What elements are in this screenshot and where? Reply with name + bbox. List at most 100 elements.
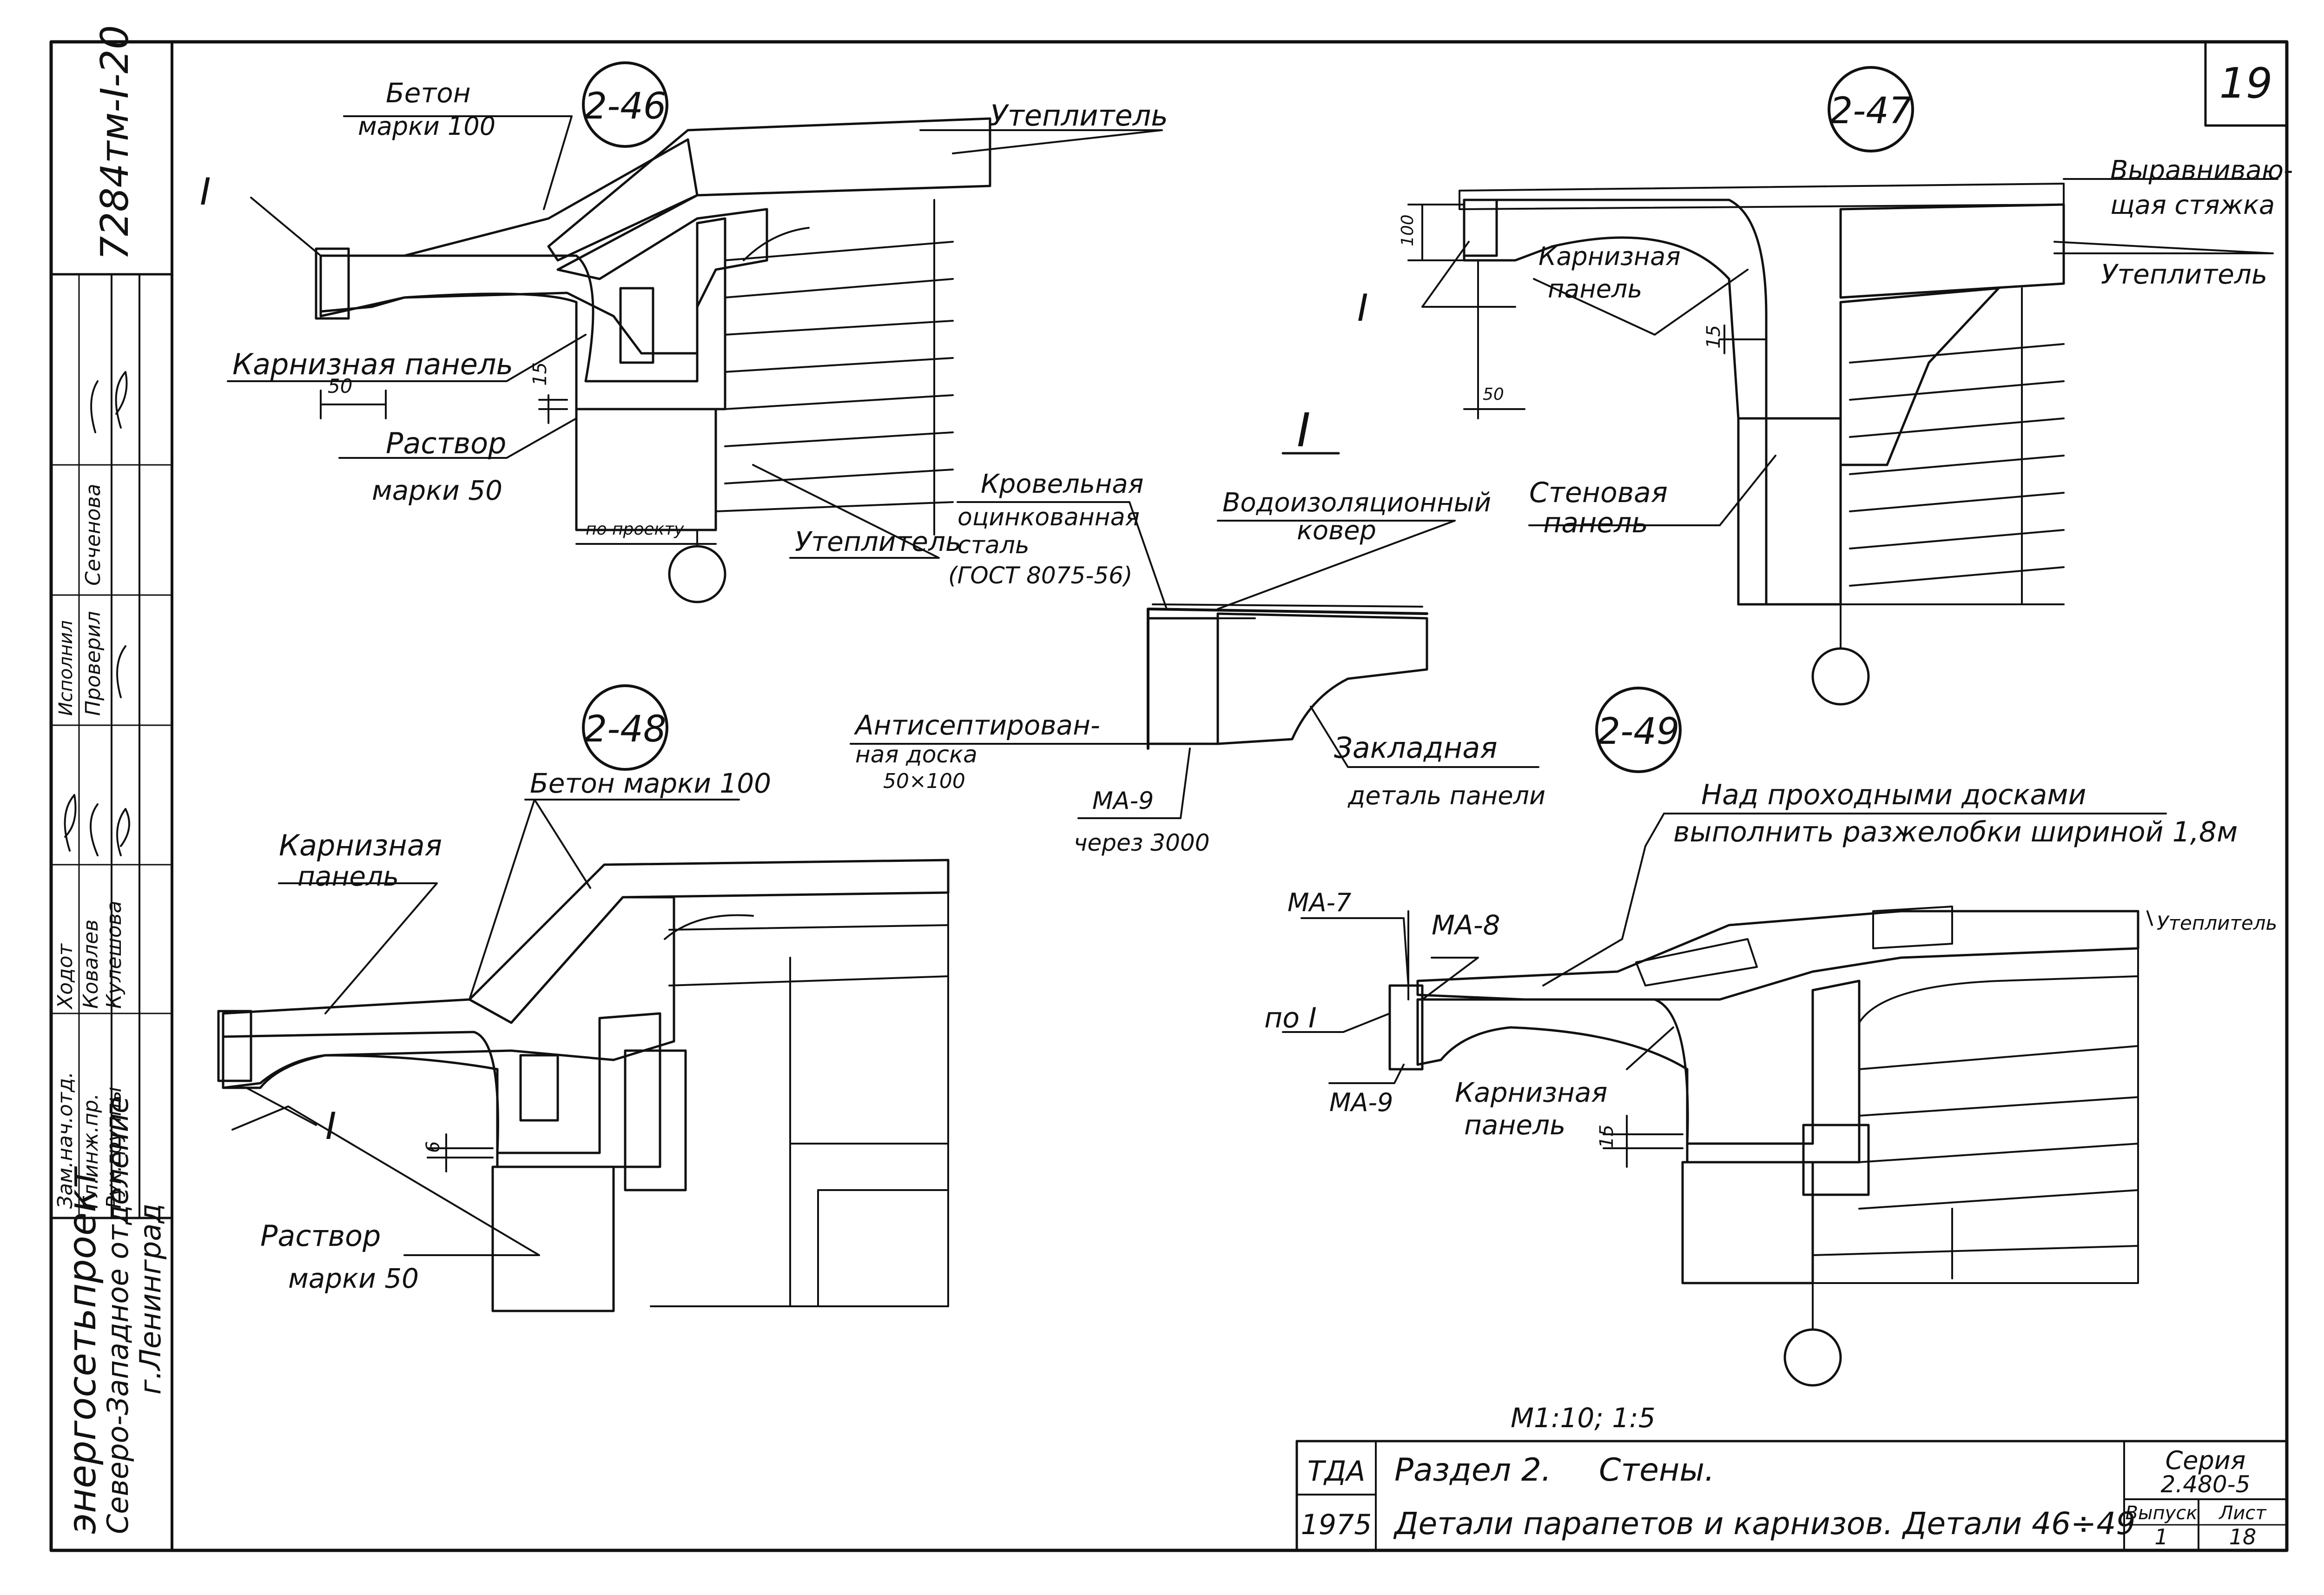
label-note-2: выполнить разжелобки шириной 1,8м xyxy=(1673,816,2238,848)
label-concrete: Бетон марки 100 xyxy=(530,768,771,799)
department-name: Северо-Западное отделение xyxy=(101,1096,135,1534)
dimension-lines xyxy=(1407,204,1767,419)
signature-name: Кулешова xyxy=(102,900,126,1009)
issue-value: 1 xyxy=(2154,1524,2168,1549)
dimension-text: 50 xyxy=(328,375,352,397)
signature-role: Зам.нач.отд. xyxy=(53,1072,77,1209)
label-wall-panel: Стеновая xyxy=(1529,477,1668,509)
leader-lines xyxy=(227,115,1163,559)
dimension-text: 50 xyxy=(1483,385,1504,404)
concrete-slab xyxy=(319,138,768,355)
label-board-2: ная доска xyxy=(855,741,977,768)
label-per-project: по проекту xyxy=(586,520,684,539)
label-cornice-panel: Карнизная панель xyxy=(232,347,513,381)
antiseptic-board xyxy=(1147,617,1219,745)
label-ma9: МА-9 xyxy=(1329,1088,1393,1117)
edge-piece xyxy=(1388,984,1424,1071)
label-roof-steel: Кровельная xyxy=(981,469,1143,499)
section-title: I xyxy=(1297,403,1311,457)
detail-marker-circle xyxy=(1828,66,1914,152)
signature-role: Гл.инж.пр. xyxy=(79,1093,103,1209)
wall-panel xyxy=(1737,417,1842,606)
label-note: Над проходными досками xyxy=(1701,779,2086,811)
signature-name: Сеченова xyxy=(81,484,105,586)
sheet-value: 18 xyxy=(2229,1524,2257,1549)
leader-lines xyxy=(1421,178,2278,526)
title-year: 1975 xyxy=(1301,1509,1372,1541)
label-screed-2: щая стяжка xyxy=(2110,190,2275,220)
label-ma8: МА-8 xyxy=(1432,909,1500,941)
signature-role: Проверил xyxy=(81,611,105,716)
embedded-block xyxy=(619,287,654,364)
label-cornice-panel-2: панель xyxy=(297,860,399,892)
label-board-size: 50×100 xyxy=(883,769,965,793)
label-cornice-panel-2: панель xyxy=(1464,1109,1565,1141)
label-waterproof-2: ковер xyxy=(1297,516,1376,546)
wall-panel xyxy=(491,1165,615,1312)
label-mortar-grade: марки 50 xyxy=(288,1263,419,1294)
label-roof-steel-2: оцинкованная xyxy=(957,503,1140,531)
axis-circle xyxy=(668,545,726,603)
dimension-text: 100 xyxy=(1398,214,1417,246)
dimension-text: 15 xyxy=(529,362,551,386)
label-insulation-bottom: Утеплитель xyxy=(795,526,961,557)
background-beams xyxy=(650,859,949,1307)
detail-2-46: 2-46 Бетон марки 100 Утеплитель Карнизна… xyxy=(200,61,1168,603)
label-insulation: Утеплитель xyxy=(2157,912,2277,934)
section-mark: I xyxy=(1357,286,1368,330)
label-waterproof: Водоизоляционный xyxy=(1222,488,1491,518)
label-cornice-panel-2: панель xyxy=(1548,274,1642,304)
sheet-frame xyxy=(49,40,2289,1552)
label-concrete-grade: марки 100 xyxy=(358,112,495,141)
dimension-text: 15 xyxy=(1596,1125,1618,1148)
anchor-plate xyxy=(624,1049,687,1191)
detail-id: 2-47 xyxy=(1829,90,1912,132)
label-screed: Выравниваю- xyxy=(2110,155,2293,185)
wall-panel xyxy=(575,408,717,531)
scale-note: М1:10; 1:5 xyxy=(1511,1402,1656,1434)
organization-name: энергосетьпроект xyxy=(60,1166,105,1534)
embedded-detail xyxy=(1216,612,1428,745)
dimension-lines xyxy=(320,390,717,545)
issue-label: Выпуск xyxy=(2126,1502,2198,1524)
anchor-plate xyxy=(1802,1124,1870,1196)
slab-layer xyxy=(1416,910,2139,1001)
label-concrete: Бетон xyxy=(386,77,471,109)
insulation-patch xyxy=(1635,938,1758,986)
title-code: ТДА xyxy=(1307,1455,1366,1488)
background-beams xyxy=(1840,287,2065,605)
title-walls: Стены. xyxy=(1599,1452,1715,1489)
leader-lines xyxy=(1282,813,2167,1084)
sheet-number: 19 xyxy=(2219,59,2273,108)
embedded-block xyxy=(519,1054,559,1122)
sheet-label: Лист xyxy=(2218,1502,2267,1524)
label-embedded: Закладная xyxy=(1334,731,1498,765)
side-strip: 7284тм-I-20 энергосетьпроект Северо-Запа… xyxy=(53,25,167,1534)
label-ma7: МА-7 xyxy=(1287,888,1351,917)
axis-circle xyxy=(1783,1328,1842,1387)
background-beams xyxy=(715,199,954,536)
dimension-text: 15 xyxy=(1703,325,1724,349)
dimension-text: 6 xyxy=(423,1141,444,1153)
label-cornice-panel: Карнизная xyxy=(1455,1077,1607,1108)
detail-section-I: I Кровельная оцинкованная сталь (ГОСТ 80… xyxy=(850,403,1545,856)
label-roof-steel-3: сталь xyxy=(957,531,1030,559)
leader-lines xyxy=(231,799,740,1256)
label-embedded-2: деталь панели xyxy=(1347,781,1545,810)
label-gost: (ГОСТ 8075-56) xyxy=(948,562,1132,589)
detail-id: 2-46 xyxy=(584,86,666,127)
label-cornice-panel: Карнизная xyxy=(279,828,442,862)
roof-steel-sheet xyxy=(1147,608,1428,750)
section-mark: I xyxy=(325,1105,337,1148)
roof-insulation-layer xyxy=(468,859,950,1024)
dimension-lines xyxy=(427,1133,494,1172)
edge-piece xyxy=(1463,199,1498,257)
label-mortar: Раствор xyxy=(260,1219,381,1253)
signature-name: Ходот xyxy=(53,943,77,1010)
edge-piece xyxy=(217,1010,252,1082)
series-label: Серия xyxy=(2166,1446,2246,1475)
label-wall-panel-2: панель xyxy=(1543,507,1648,539)
detail-marker-circle xyxy=(1595,687,1682,773)
axis-circle xyxy=(1811,647,1870,706)
cornice-panel xyxy=(222,1012,661,1168)
